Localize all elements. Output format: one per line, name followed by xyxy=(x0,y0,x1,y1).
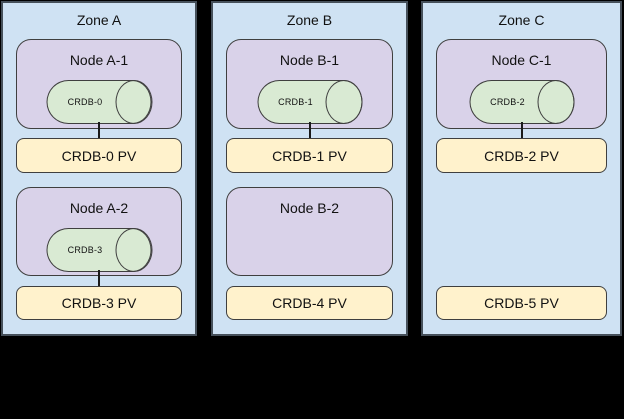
pv-box: CRDB-4 PV xyxy=(226,286,393,320)
pv-box: CRDB-0 PV xyxy=(16,138,182,173)
node-title: Node B-1 xyxy=(279,52,340,68)
pv-label: CRDB-4 PV xyxy=(272,295,347,311)
connector-line xyxy=(308,122,311,139)
pv-box: CRDB-3 PV xyxy=(16,286,182,320)
pod-label: CRDB-2 xyxy=(490,97,525,107)
node-a2-box: Node A-2 CRDB-3 xyxy=(16,187,182,276)
pv-box: CRDB-2 PV xyxy=(436,138,607,173)
connector-line xyxy=(98,270,100,287)
pv-label: CRDB-5 PV xyxy=(484,295,559,311)
zone-c-panel: Zone C Node C-1 CRDB-2 CRDB-2 PV CRDB-5 … xyxy=(421,1,622,336)
pod-cylinder: CRDB-0 xyxy=(46,79,152,124)
cylinder-cap xyxy=(325,79,363,124)
pod-cylinder: CRDB-1 xyxy=(257,79,363,124)
pv-label: CRDB-1 PV xyxy=(272,147,347,164)
node-title: Node B-2 xyxy=(279,200,340,216)
pv-label: CRDB-0 PV xyxy=(61,147,137,164)
zone-a-panel: Zone A Node A-1 CRDB-0 CRDB-0 PV Node A-… xyxy=(1,1,197,336)
node-title: Node C-1 xyxy=(491,52,552,68)
pod-label: CRDB-0 xyxy=(67,97,103,107)
pod-cylinder: CRDB-3 xyxy=(46,227,152,272)
cylinder-cap xyxy=(115,227,152,272)
zone-title: Zone C xyxy=(498,12,545,28)
pod-cylinder: CRDB-2 xyxy=(469,79,575,124)
cylinder-cap xyxy=(115,79,152,124)
cylinder-cap xyxy=(537,79,575,124)
pv-box: CRDB-1 PV xyxy=(226,138,393,173)
node-b2-box: Node B-2 xyxy=(226,187,393,276)
connector-line xyxy=(520,122,523,139)
zone-title: Zone B xyxy=(286,12,333,28)
pod-label: CRDB-3 xyxy=(67,245,103,255)
node-c1-box: Node C-1 CRDB-2 xyxy=(436,39,607,129)
node-title: Node A-2 xyxy=(69,200,129,216)
node-a1-box: Node A-1 CRDB-0 xyxy=(16,39,182,129)
pv-label: CRDB-2 PV xyxy=(484,147,559,164)
connector-line xyxy=(98,122,100,139)
zone-title: Zone A xyxy=(76,12,122,28)
pv-box: CRDB-5 PV xyxy=(436,286,607,320)
node-title: Node A-1 xyxy=(69,52,129,68)
pod-label: CRDB-1 xyxy=(278,97,313,107)
node-b1-box: Node B-1 CRDB-1 xyxy=(226,39,393,129)
zone-b-panel: Zone B Node B-1 CRDB-1 CRDB-1 PV Node B-… xyxy=(211,1,408,336)
pv-label: CRDB-3 PV xyxy=(61,295,137,311)
